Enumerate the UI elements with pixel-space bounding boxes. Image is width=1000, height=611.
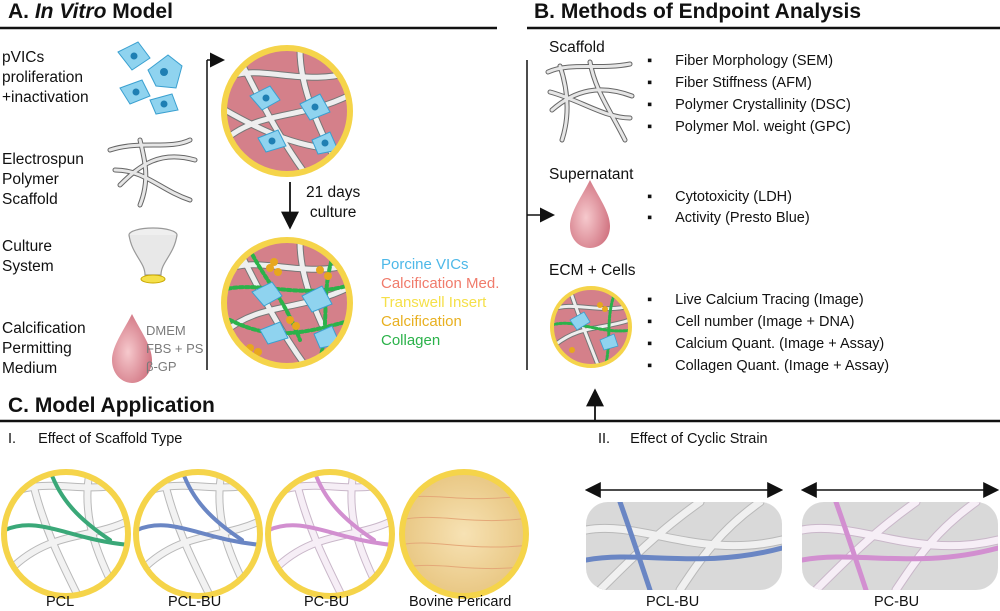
method-item: ▪ Live Calcium Tracing (Image) <box>647 292 864 308</box>
method-label: Live Calcium Tracing (Image) <box>675 292 864 308</box>
bullet-icon: ▪ <box>647 314 653 330</box>
bullet-icon: ▪ <box>647 97 653 113</box>
input-label-culture: Culture System <box>2 238 54 275</box>
method-item: ▪ Fiber Morphology (SEM) <box>647 53 833 69</box>
method-label: Fiber Morphology (SEM) <box>675 53 834 69</box>
transwell-icon <box>128 227 178 284</box>
method-label: Fiber Stiffness (AFM) <box>675 75 812 91</box>
legend-transwell-insert: Transwell Insert <box>381 294 487 311</box>
method-label: Cell number (Image + DNA) <box>675 314 855 330</box>
strain-label-pc-bu: PC-BU <box>874 594 920 610</box>
legend-item: Transwell Insert <box>381 293 486 312</box>
cells-icon <box>117 41 183 115</box>
legend-collagen: Collagen <box>381 332 441 349</box>
legend-item: Collagen <box>381 331 440 350</box>
legend-calcification: Calcification <box>381 313 462 330</box>
scaffold-pcl-circle <box>1 469 131 599</box>
method-item: ▪ Collagen Quant. (Image + Assay) <box>647 358 889 374</box>
supernatant-drop-icon <box>570 180 610 248</box>
section-c-title: C. Model Application <box>8 394 215 417</box>
section-a-title-prefix: A. <box>8 0 29 23</box>
section-b-title: B. Methods of Endpoint Analysis <box>534 0 862 23</box>
bullet-icon: ▪ <box>647 336 653 352</box>
bullet-icon: ▪ <box>647 75 653 91</box>
method-label: Cytotoxicity (LDH) <box>675 189 792 205</box>
part2-header: II. Effect of Cyclic Strain <box>598 431 768 447</box>
bovine-pericard-circle <box>399 469 529 599</box>
legend-item: Porcine VICs <box>381 255 469 274</box>
medium-drop-icon <box>112 314 152 383</box>
legend-item: Calcification Med. <box>381 274 499 293</box>
strain-sample-pc-bu <box>800 482 1000 590</box>
method-label: Collagen Quant. (Image + Assay) <box>675 358 890 374</box>
scaffold-fibers-icon <box>545 59 635 143</box>
part2-label: Effect of Cyclic Strain <box>630 431 768 447</box>
method-item: ▪ Calcium Quant. (Image + Assay) <box>647 336 884 352</box>
method-item: ▪ Activity (Presto Blue) <box>647 210 810 226</box>
method-item: ▪ Cytotoxicity (LDH) <box>647 189 792 205</box>
strain-label-pcl-bu: PCL-BU <box>646 594 700 610</box>
part1-numeral: I. <box>8 431 17 447</box>
method-label: Polymer Mol. weight (GPC) <box>675 119 851 135</box>
method-label: Calcium Quant. (Image + Assay) <box>675 336 885 352</box>
legend-porcine-vics: Porcine VICs <box>381 256 469 273</box>
method-label: Polymer Crystallinity (DSC) <box>675 97 851 113</box>
method-item: ▪ Fiber Stiffness (AFM) <box>647 75 812 91</box>
culture-duration-label: 21 days culture <box>306 184 361 221</box>
scaffold-culture-well <box>221 45 353 177</box>
section-a-title-italic: In Vitro <box>34 0 107 23</box>
calcified-culture-well <box>221 237 353 369</box>
ecm-cells-icon <box>550 286 632 368</box>
scaffold-label-pcl: PCL <box>46 594 75 610</box>
scaffold-label-pcl-bu: PCL-BU <box>168 594 222 610</box>
bullet-icon: ▪ <box>647 119 653 135</box>
bullet-icon: ▪ <box>647 210 653 226</box>
legend-calcification-med: Calcification Med. <box>381 275 500 292</box>
bullet-icon: ▪ <box>647 189 653 205</box>
scaffold-pc-bu-circle <box>265 469 395 599</box>
input-label-scaffold: Electrospun Polymer Scaffold <box>2 151 84 208</box>
medium-components: DMEM FBS + PS β-GP <box>146 323 204 374</box>
method-label: Activity (Presto Blue) <box>675 210 810 226</box>
group-scaffold-label: Scaffold <box>549 39 605 56</box>
scaffold-label-bovine-pericard: Bovine Pericard <box>409 594 512 610</box>
group-ecm-cells-label: ECM + Cells <box>549 262 636 279</box>
part2-numeral: II. <box>598 431 611 447</box>
scaffold-label-pc-bu: PC-BU <box>304 594 350 610</box>
section-a-title: A. In Vitro Model <box>8 0 173 24</box>
scaffold-pcl-bu-circle <box>133 469 263 599</box>
section-a-title-suffix: Model <box>112 0 173 23</box>
input-label-medium: Calcification Permitting Medium <box>2 320 86 377</box>
method-item: ▪ Polymer Crystallinity (DSC) <box>647 97 851 113</box>
bullet-icon: ▪ <box>647 358 653 374</box>
fibers-icon <box>107 137 198 208</box>
input-label-cells: pVICs proliferation +inactivation <box>2 49 89 106</box>
bullet-icon: ▪ <box>647 292 653 308</box>
part1-label: Effect of Scaffold Type <box>38 431 183 447</box>
method-item: ▪ Cell number (Image + DNA) <box>647 314 854 330</box>
part1-header: I. Effect of Scaffold Type <box>8 431 182 447</box>
group-supernatant-label: Supernatant <box>549 166 634 183</box>
strain-sample-pcl-bu <box>584 482 784 590</box>
legend-item: Calcification <box>381 312 462 331</box>
bullet-icon: ▪ <box>647 53 653 69</box>
method-item: ▪ Polymer Mol. weight (GPC) <box>647 119 851 135</box>
